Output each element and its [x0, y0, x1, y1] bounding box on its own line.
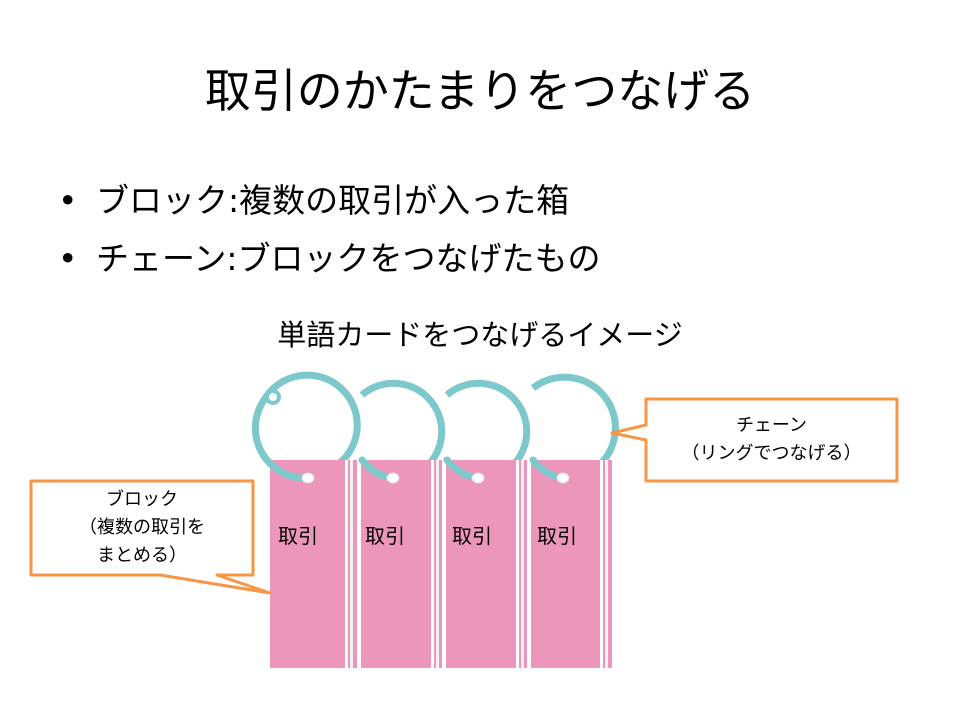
ring-front-icon	[251, 396, 312, 482]
bullet-separator: :	[226, 239, 238, 278]
ring-icon	[530, 373, 619, 471]
card-hole-icon	[386, 472, 400, 484]
block-callout-desc-2: まとめる）	[97, 545, 187, 566]
block-callout-title: ブロック	[106, 489, 178, 510]
card	[270, 460, 357, 668]
chain-callout-title: チェーン	[735, 415, 808, 436]
bullet-term: ブロック	[96, 181, 228, 220]
card	[531, 460, 612, 668]
bullet-item: • チェーン : ブロックをつなげたもの	[58, 230, 600, 288]
block-callout-desc-1: （複数の取引を	[79, 517, 205, 538]
card	[446, 460, 527, 668]
ring-icon	[359, 379, 446, 471]
bullet-term: チェーン	[96, 239, 227, 278]
card-hole-icon	[556, 472, 570, 484]
card-hole-icon	[301, 472, 315, 484]
card-label: 取引	[278, 524, 318, 548]
bullet-separator: :	[228, 181, 240, 220]
card-label: 取引	[452, 524, 492, 548]
diagram-subtitle: 単語カードをつなげるイメージ	[277, 318, 683, 352]
ring-clasp-icon	[265, 389, 281, 405]
card-hole-icon	[471, 472, 485, 484]
block-callout: ブロック （複数の取引を まとめる）	[31, 486, 253, 570]
chain-callout-desc: （リングでつなげる）	[681, 443, 862, 464]
bullet-description: 複数の取引が入った箱	[239, 181, 570, 220]
ring-icon	[444, 379, 531, 471]
bullet-item: • ブロック : 複数の取引が入った箱	[58, 172, 600, 230]
bullet-dot-icon: •	[58, 239, 78, 278]
card-label: 取引	[365, 524, 405, 548]
bullet-description: ブロックをつなげたもの	[237, 239, 601, 278]
bullet-dot-icon: •	[58, 181, 78, 220]
card	[361, 460, 442, 668]
chain-callout: チェーン （リングでつなげる）	[646, 412, 897, 468]
block-callout-shape	[29, 479, 272, 595]
card-label: 取引	[537, 524, 577, 548]
chain-callout-shape	[610, 397, 899, 483]
bullet-list: • ブロック : 複数の取引が入った箱 • チェーン : ブロックをつなげたもの	[58, 172, 600, 288]
ring-icon	[260, 371, 361, 469]
slide-title: 取引のかたまりをつなげる	[204, 64, 756, 118]
